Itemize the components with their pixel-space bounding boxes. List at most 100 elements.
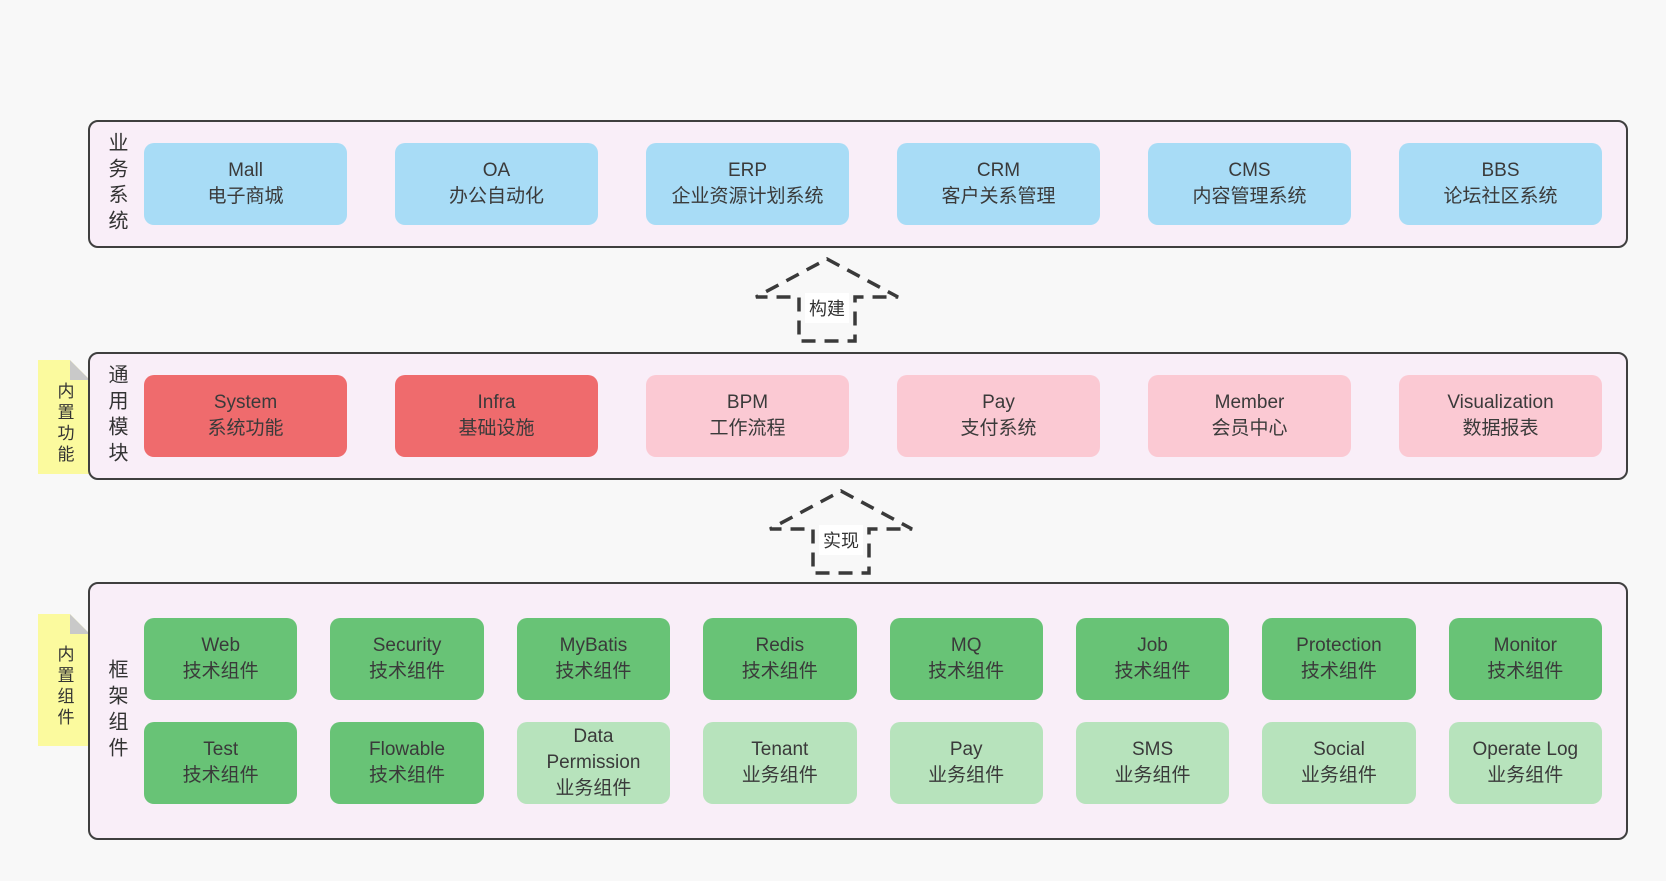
implement-arrow: 实现 — [766, 487, 916, 577]
card-title: Visualization — [1447, 392, 1554, 413]
card-infra: Infra 基础设施 — [395, 375, 598, 457]
card-subtitle: 会员中心 — [1211, 418, 1288, 439]
card-title: OA — [482, 160, 511, 181]
dashed-up-arrow-icon — [769, 489, 913, 575]
card-title: ERP — [727, 160, 768, 181]
card-bbs: BBS 论坛社区系统 — [1399, 143, 1602, 225]
common-modules-row: System 系统功能 Infra 基础设施 BPM 工作流程 Pay 支付系统… — [144, 375, 1602, 457]
built-in-components-note: 内置组件 — [38, 614, 90, 746]
card-erp: ERP 企业资源计划系统 — [646, 143, 849, 225]
card-test: Test 技术组件 — [144, 722, 298, 804]
card-sms: SMS 业务组件 — [1075, 722, 1230, 804]
card-subtitle: 系统功能 — [207, 418, 284, 439]
card-title: Flowable — [369, 739, 446, 760]
card-title: Tenant — [751, 739, 809, 760]
card-subtitle: 技术组件 — [182, 765, 259, 786]
card-subtitle: 办公自动化 — [448, 186, 544, 207]
card-title: Web — [201, 635, 241, 656]
card-subtitle: 技术组件 — [555, 661, 632, 682]
card-title: Job — [1137, 635, 1168, 656]
card-tenant: Tenant 业务组件 — [703, 722, 857, 804]
card-title: Mall — [228, 160, 263, 181]
card-subtitle: 技术组件 — [1300, 661, 1377, 682]
card-subtitle: 技术组件 — [928, 661, 1005, 682]
build-arrow-label: 构建 — [805, 293, 849, 323]
note-fold-corner-icon — [70, 614, 90, 634]
card-bpm: BPM 工作流程 — [646, 375, 849, 457]
card-subtitle: 电子商城 — [207, 186, 284, 207]
card-flowable: Flowable 技术组件 — [330, 722, 484, 804]
note-fold-corner-icon — [70, 360, 90, 380]
card-subtitle: 数据报表 — [1462, 418, 1539, 439]
card-subtitle: 客户关系管理 — [941, 186, 1056, 207]
card-job: Job 技术组件 — [1075, 618, 1230, 700]
card-title: MQ — [950, 635, 982, 656]
card-subtitle: 业务组件 — [1114, 765, 1191, 786]
card-subtitle: 业务组件 — [555, 778, 632, 799]
framework-components-rows: Web 技术组件 Security 技术组件 MyBatis 技术组件 Redi… — [144, 618, 1602, 804]
card-subtitle: 支付系统 — [960, 418, 1037, 439]
card-web: Web 技术组件 — [144, 618, 298, 700]
card-subtitle: 企业资源计划系统 — [671, 186, 824, 207]
card-data-permission: Data Permission 业务组件 — [516, 722, 671, 804]
card-subtitle: 技术组件 — [182, 661, 259, 682]
implement-arrow-label: 实现 — [819, 525, 863, 555]
business-systems-panel: 业务系统 Mall 电子商城 OA 办公自动化 ERP 企业资源计划系统 CRM… — [88, 120, 1628, 248]
card-subtitle: 业务组件 — [1300, 765, 1377, 786]
card-monitor: Monitor 技术组件 — [1448, 618, 1602, 700]
card-subtitle: 基础设施 — [458, 418, 535, 439]
card-title: BBS — [1481, 160, 1520, 181]
card-social: Social 业务组件 — [1262, 722, 1416, 804]
card-title: Monitor — [1493, 635, 1557, 656]
card-redis: Redis 技术组件 — [703, 618, 857, 700]
card-subtitle: 技术组件 — [741, 661, 818, 682]
card-subtitle: 技术组件 — [1487, 661, 1564, 682]
build-arrow: 构建 — [752, 255, 902, 345]
framework-components-label: 框架组件 — [105, 659, 127, 763]
card-subtitle: 业务组件 — [741, 765, 818, 786]
biz-components-row: Test 技术组件 Flowable 技术组件 Data Permission … — [144, 722, 1602, 804]
card-mq: MQ 技术组件 — [889, 618, 1043, 700]
business-systems-row: Mall 电子商城 OA 办公自动化 ERP 企业资源计划系统 CRM 客户关系… — [144, 143, 1602, 225]
card-title: Data Permission — [546, 726, 641, 773]
dashed-up-arrow-icon — [755, 257, 899, 343]
card-subtitle: 工作流程 — [709, 418, 786, 439]
card-title: BPM — [726, 392, 769, 413]
business-systems-label: 业务系统 — [105, 132, 127, 236]
card-member: Member 会员中心 — [1148, 375, 1351, 457]
framework-components-panel: 框架组件 Web 技术组件 Security 技术组件 MyBatis 技术组件… — [88, 582, 1628, 840]
card-subtitle: 论坛社区系统 — [1443, 186, 1558, 207]
common-modules-panel: 通用模块 System 系统功能 Infra 基础设施 BPM 工作流程 Pay… — [88, 352, 1628, 480]
card-title: Social — [1313, 739, 1365, 760]
card-pay-module: Pay 支付系统 — [897, 375, 1100, 457]
card-system: System 系统功能 — [144, 375, 347, 457]
card-visualization: Visualization 数据报表 — [1399, 375, 1602, 457]
built-in-features-note-label: 内置功能 — [54, 382, 74, 466]
card-cms: CMS 内容管理系统 — [1148, 143, 1351, 225]
card-oa: OA 办公自动化 — [395, 143, 598, 225]
card-mall: Mall 电子商城 — [144, 143, 347, 225]
card-subtitle: 技术组件 — [1114, 661, 1191, 682]
card-title: Pay — [982, 392, 1015, 413]
card-subtitle: 业务组件 — [1487, 765, 1564, 786]
card-title: Infra — [477, 392, 516, 413]
card-title: Test — [203, 739, 239, 760]
card-title: CRM — [976, 160, 1021, 181]
tech-components-row: Web 技术组件 Security 技术组件 MyBatis 技术组件 Redi… — [144, 618, 1602, 700]
card-title: Security — [372, 635, 442, 656]
card-title: Member — [1214, 392, 1285, 413]
card-operate-log: Operate Log 业务组件 — [1448, 722, 1602, 804]
card-title: Redis — [755, 635, 805, 656]
card-title: CMS — [1228, 160, 1271, 181]
card-crm: CRM 客户关系管理 — [897, 143, 1100, 225]
built-in-components-note-label: 内置组件 — [54, 645, 74, 729]
card-title: Pay — [949, 739, 983, 760]
card-title: Protection — [1296, 635, 1382, 656]
card-security: Security 技术组件 — [330, 618, 484, 700]
card-subtitle: 技术组件 — [369, 765, 446, 786]
card-title: MyBatis — [559, 635, 628, 656]
card-pay-component: Pay 业务组件 — [889, 722, 1043, 804]
built-in-features-note: 内置功能 — [38, 360, 90, 474]
common-modules-label: 通用模块 — [105, 364, 127, 468]
